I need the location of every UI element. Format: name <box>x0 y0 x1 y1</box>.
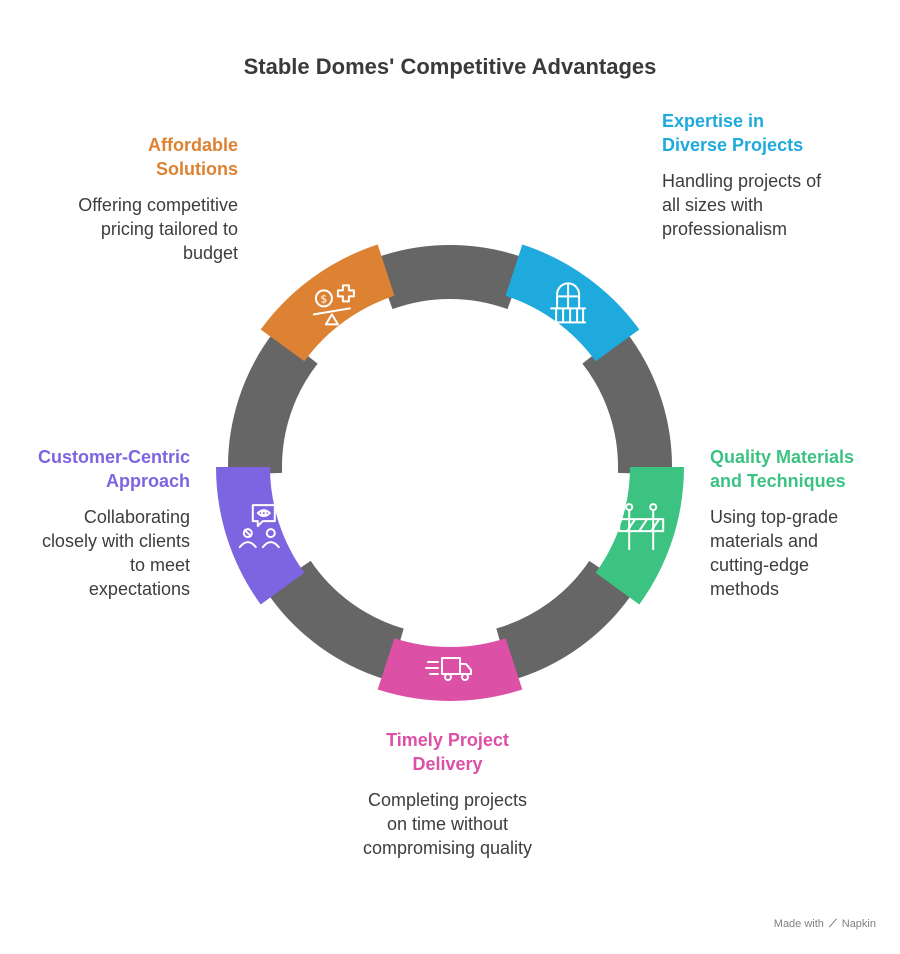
label-expertise: Expertise in Diverse Projects Handling p… <box>662 109 832 241</box>
segment-affordable <box>260 244 395 362</box>
heading-timely: Timely Project Delivery <box>386 730 509 774</box>
description-customer: Collaborating closely with clients to me… <box>41 507 190 599</box>
heading-customer: Customer-Centric Approach <box>37 447 190 491</box>
ring-connector-arc <box>496 560 634 681</box>
page-title: Stable Domes' Competitive Advantages <box>243 54 657 79</box>
brand-text: Napkin <box>841 918 876 930</box>
ring-segments: $ <box>216 244 684 701</box>
ring-connector-arc <box>227 330 318 475</box>
svg-text:$: $ <box>320 292 327 305</box>
napkin-logo-icon: ⟋ <box>828 918 837 930</box>
segment-expertise <box>505 244 640 362</box>
balcony-window-icon <box>550 282 587 324</box>
label-quality: Quality Materials and Techniques Using t… <box>710 445 880 601</box>
description-quality: Using top-grade materials and cutting-ed… <box>710 507 839 599</box>
made-with-text: Made with <box>773 918 824 930</box>
heading-affordable: Affordable Solutions <box>148 135 238 179</box>
balance-scale-money-icon: $ <box>312 284 355 326</box>
segment-timely <box>377 638 523 701</box>
heading-quality: Quality Materials and Techniques <box>710 447 855 491</box>
ring-connector-arc <box>582 330 673 475</box>
ring-connector-arc <box>374 245 526 310</box>
people-discussion-icon <box>238 504 280 549</box>
ring-connector-arc <box>266 560 404 681</box>
description-timely: Completing projects on time without comp… <box>362 790 533 858</box>
footer-credit: Made with ⟋ Napkin <box>774 918 876 931</box>
ring-connectors <box>227 245 673 681</box>
segment-quality <box>595 467 684 605</box>
description-affordable: Offering competitive pricing tailored to… <box>78 195 238 263</box>
label-affordable: Affordable Solutions Offering competitiv… <box>78 133 238 265</box>
heading-expertise: Expertise in Diverse Projects <box>662 111 804 155</box>
delivery-truck-icon <box>425 657 472 681</box>
segment-customer <box>216 467 305 605</box>
construction-barrier-icon <box>618 503 665 551</box>
description-expertise: Handling projects of all sizes with prof… <box>662 171 822 239</box>
label-customer: Customer-Centric Approach Collaborating … <box>30 445 190 601</box>
label-timely: Timely Project Delivery Completing proje… <box>360 728 535 860</box>
